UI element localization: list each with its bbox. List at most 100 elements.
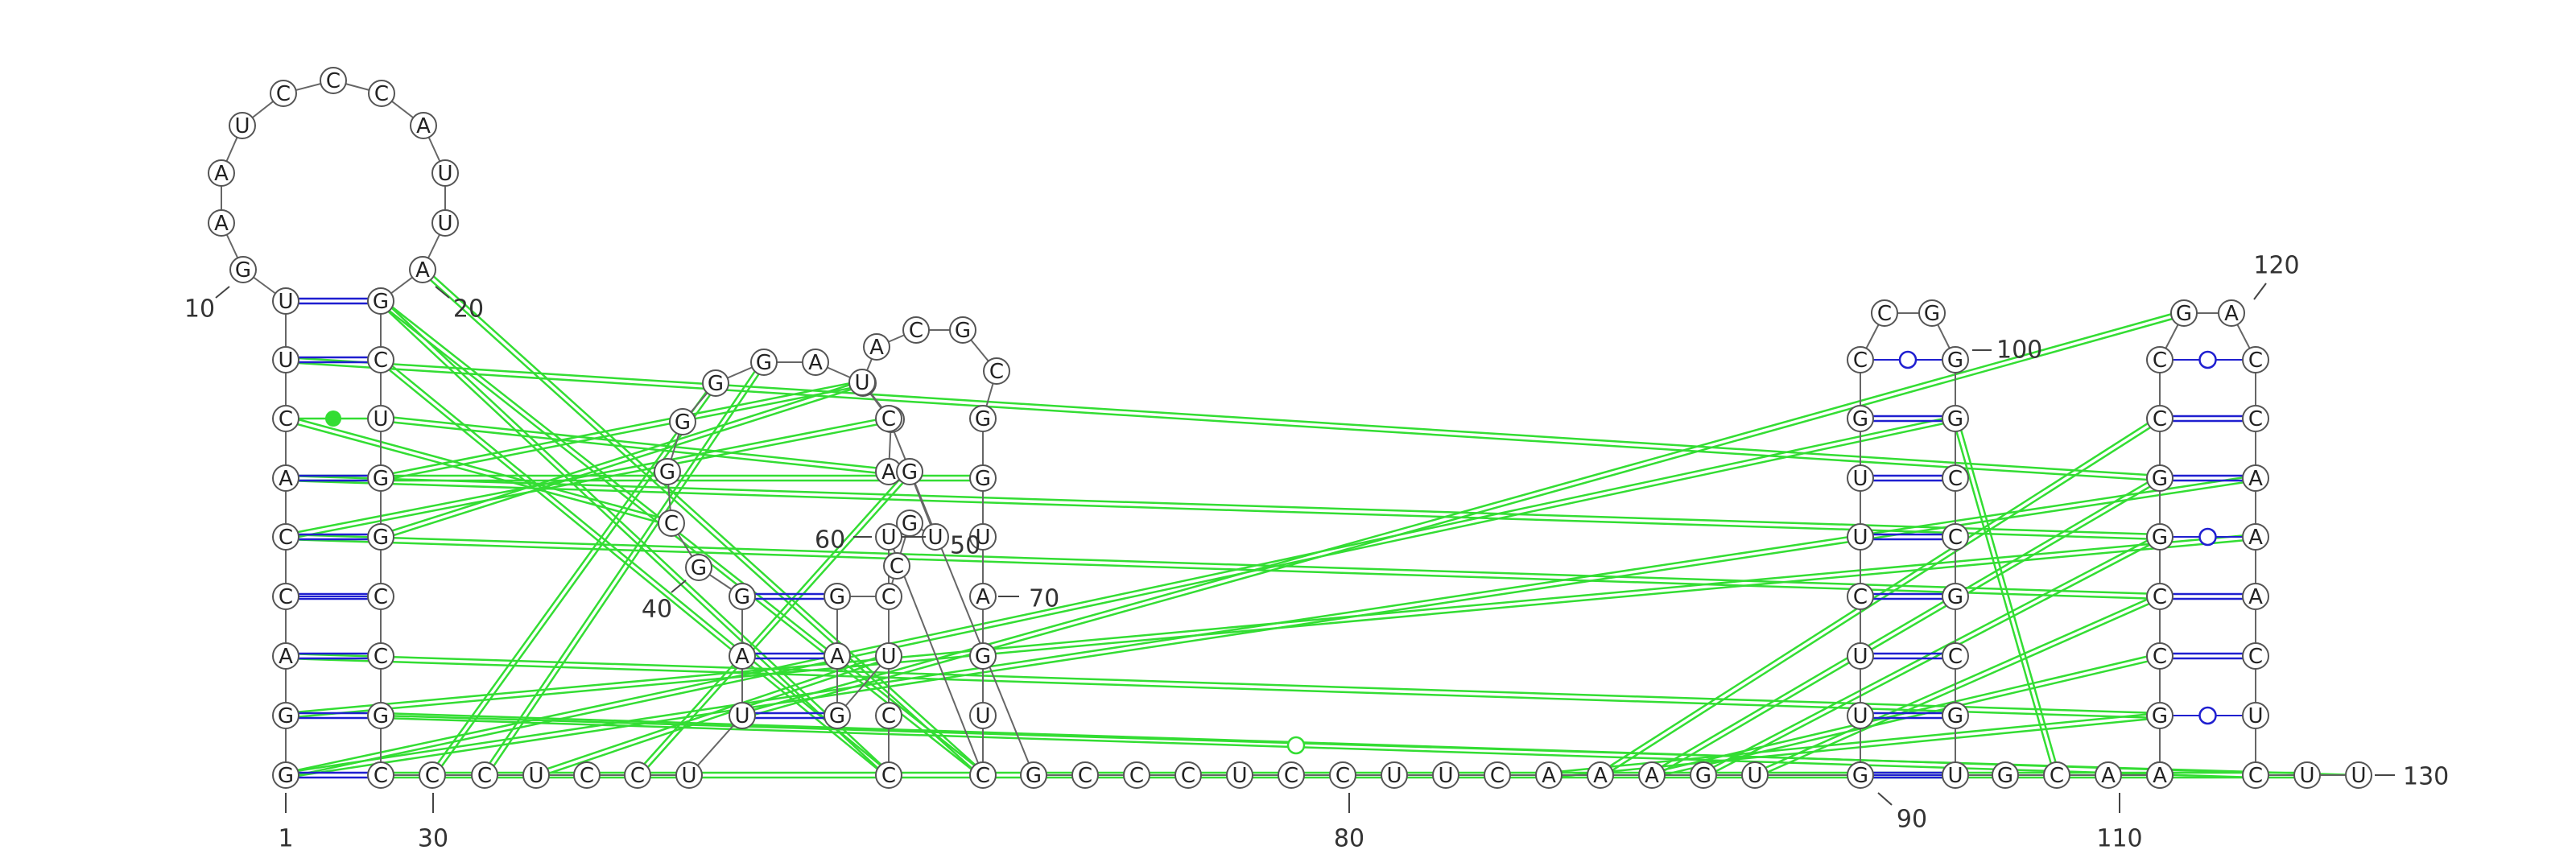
nucleotide-91: U [1847,642,1874,670]
nucleotide-circle [1690,761,1717,789]
nucleotide-letter: C [326,69,341,93]
nucleotide-circle [1942,405,1969,432]
position-label-110: 110 [2096,825,2142,853]
nucleotide-82: U [1432,761,1459,789]
nucleotide-circle [367,761,394,789]
nucleotide-circle [272,405,299,432]
tertiary-interaction-line [380,379,863,477]
nucleotide-circle [229,256,257,283]
tertiary-interaction-line [1755,597,2161,778]
nucleotide-letter: U [278,290,293,314]
nucleotide-86: A [1638,761,1666,789]
nucleotide-letter: C [374,82,389,106]
nucleotide-circle [875,761,902,789]
nucleotide-circle [969,702,997,729]
nucleotide-21: G [367,287,394,315]
nucleotide-circle [2242,346,2269,373]
nucleotide-circle [969,642,997,670]
nucleotide-45: A [802,349,829,376]
nucleotide-113: C [2146,642,2174,670]
nucleotide-letter: G [955,319,971,343]
nucleotide-42: G [669,408,696,435]
nucleotide-95: G [1847,405,1874,432]
nucleotide-circle [969,761,997,789]
tertiary-interaction-line [285,361,2160,482]
nucleotide-circle [419,761,446,789]
nucleotide-letter: C [2153,645,2167,669]
nucleotide-37: A [729,642,756,670]
nucleotide-118: C [2146,346,2174,373]
nucleotide-letter: C [2248,349,2263,373]
nucleotide-54: G [824,583,851,610]
nucleotide-letter: G [2152,467,2168,491]
nucleotide-71: A [863,333,890,361]
nucleotide-circle [863,333,890,361]
position-label-20: 20 [453,295,484,324]
nucleotide-letter: U [681,764,696,788]
tertiary-interaction-line [1652,479,2162,778]
nucleotide-letter: U [373,407,388,431]
nucleotide-24: G [367,464,394,492]
number-tick [1877,792,1893,806]
tertiary-interaction-line [286,474,2161,536]
nucleotide-116: G [2146,464,2174,492]
nucleotide-130: U [2345,761,2372,789]
nucleotide-circle [1535,761,1563,789]
nucleotide-circle [272,642,299,670]
nucleotide-letter: C [1181,764,1195,788]
tertiary-interactions [284,266,2359,779]
nucleotide-121: C [2242,346,2269,373]
nucleotide-letter: C [279,407,293,431]
nucleotide-102: C [1942,523,1969,551]
nucleotide-33: C [573,761,601,789]
nucleotide-circle [272,464,299,492]
nucleotide-40: C [658,510,685,537]
nucleotide-letter: C [1948,526,1963,550]
nucleotide-circle [675,761,703,789]
nucleotide-11: A [208,209,235,237]
nucleotide-letter: C [1877,302,1892,326]
nucleotide-circle [367,702,394,729]
nucleotide-letter: U [975,526,990,550]
nucleotide-letter: U [1232,764,1247,788]
nucleotide-circle [949,316,976,344]
nucleotide-circle [702,369,729,397]
number-tick [2253,283,2267,300]
nucleotide-circle [969,583,997,610]
nucleotide-letter: G [1852,764,1868,788]
nucleotide-109: A [2095,761,2122,789]
nucleotide-128: C [2242,761,2269,789]
nucleotide-circle [983,357,1010,385]
nucleotide-108: C [2043,761,2070,789]
nucleotide-circle [2146,702,2174,729]
tertiary-interaction-line [285,415,1955,774]
tertiary-interaction-line [535,652,889,774]
nucleotide-circle [1847,523,1874,551]
nucleotide-letter: G [373,704,389,728]
nucleotide-letter: G [1947,704,1963,728]
nucleotide-letter: C [374,585,388,609]
nucleotide-letter: G [902,460,918,485]
nucleotide-circle [272,346,299,373]
nucleotide-120: A [2218,299,2245,327]
nucleotide-letter: C [630,764,645,788]
nucleotide-126: C [2242,642,2269,670]
nucleotide-letter: G [1947,585,1963,609]
nucleotide-letter: C [276,82,291,106]
nucleotide-72: U [848,369,876,396]
nucleotide-letter: U [1947,764,1963,788]
nucleotide-circle [367,642,394,670]
nucleotide-circle [729,583,756,610]
nucleotide-39: G [685,554,712,581]
nucleotide-49: G [896,458,923,485]
nucleotide-letter: C [881,764,896,788]
tertiary-interaction-line [433,384,719,778]
nucleotide-letter: A [415,258,430,283]
nucleotide-circle [272,523,299,551]
nucleotide-circle [1329,761,1356,789]
nucleotide-circle [729,642,756,670]
nucleotide-circle [1741,761,1769,789]
nucleotide-53: C [875,583,902,610]
nucleotide-letter: U [437,212,452,236]
